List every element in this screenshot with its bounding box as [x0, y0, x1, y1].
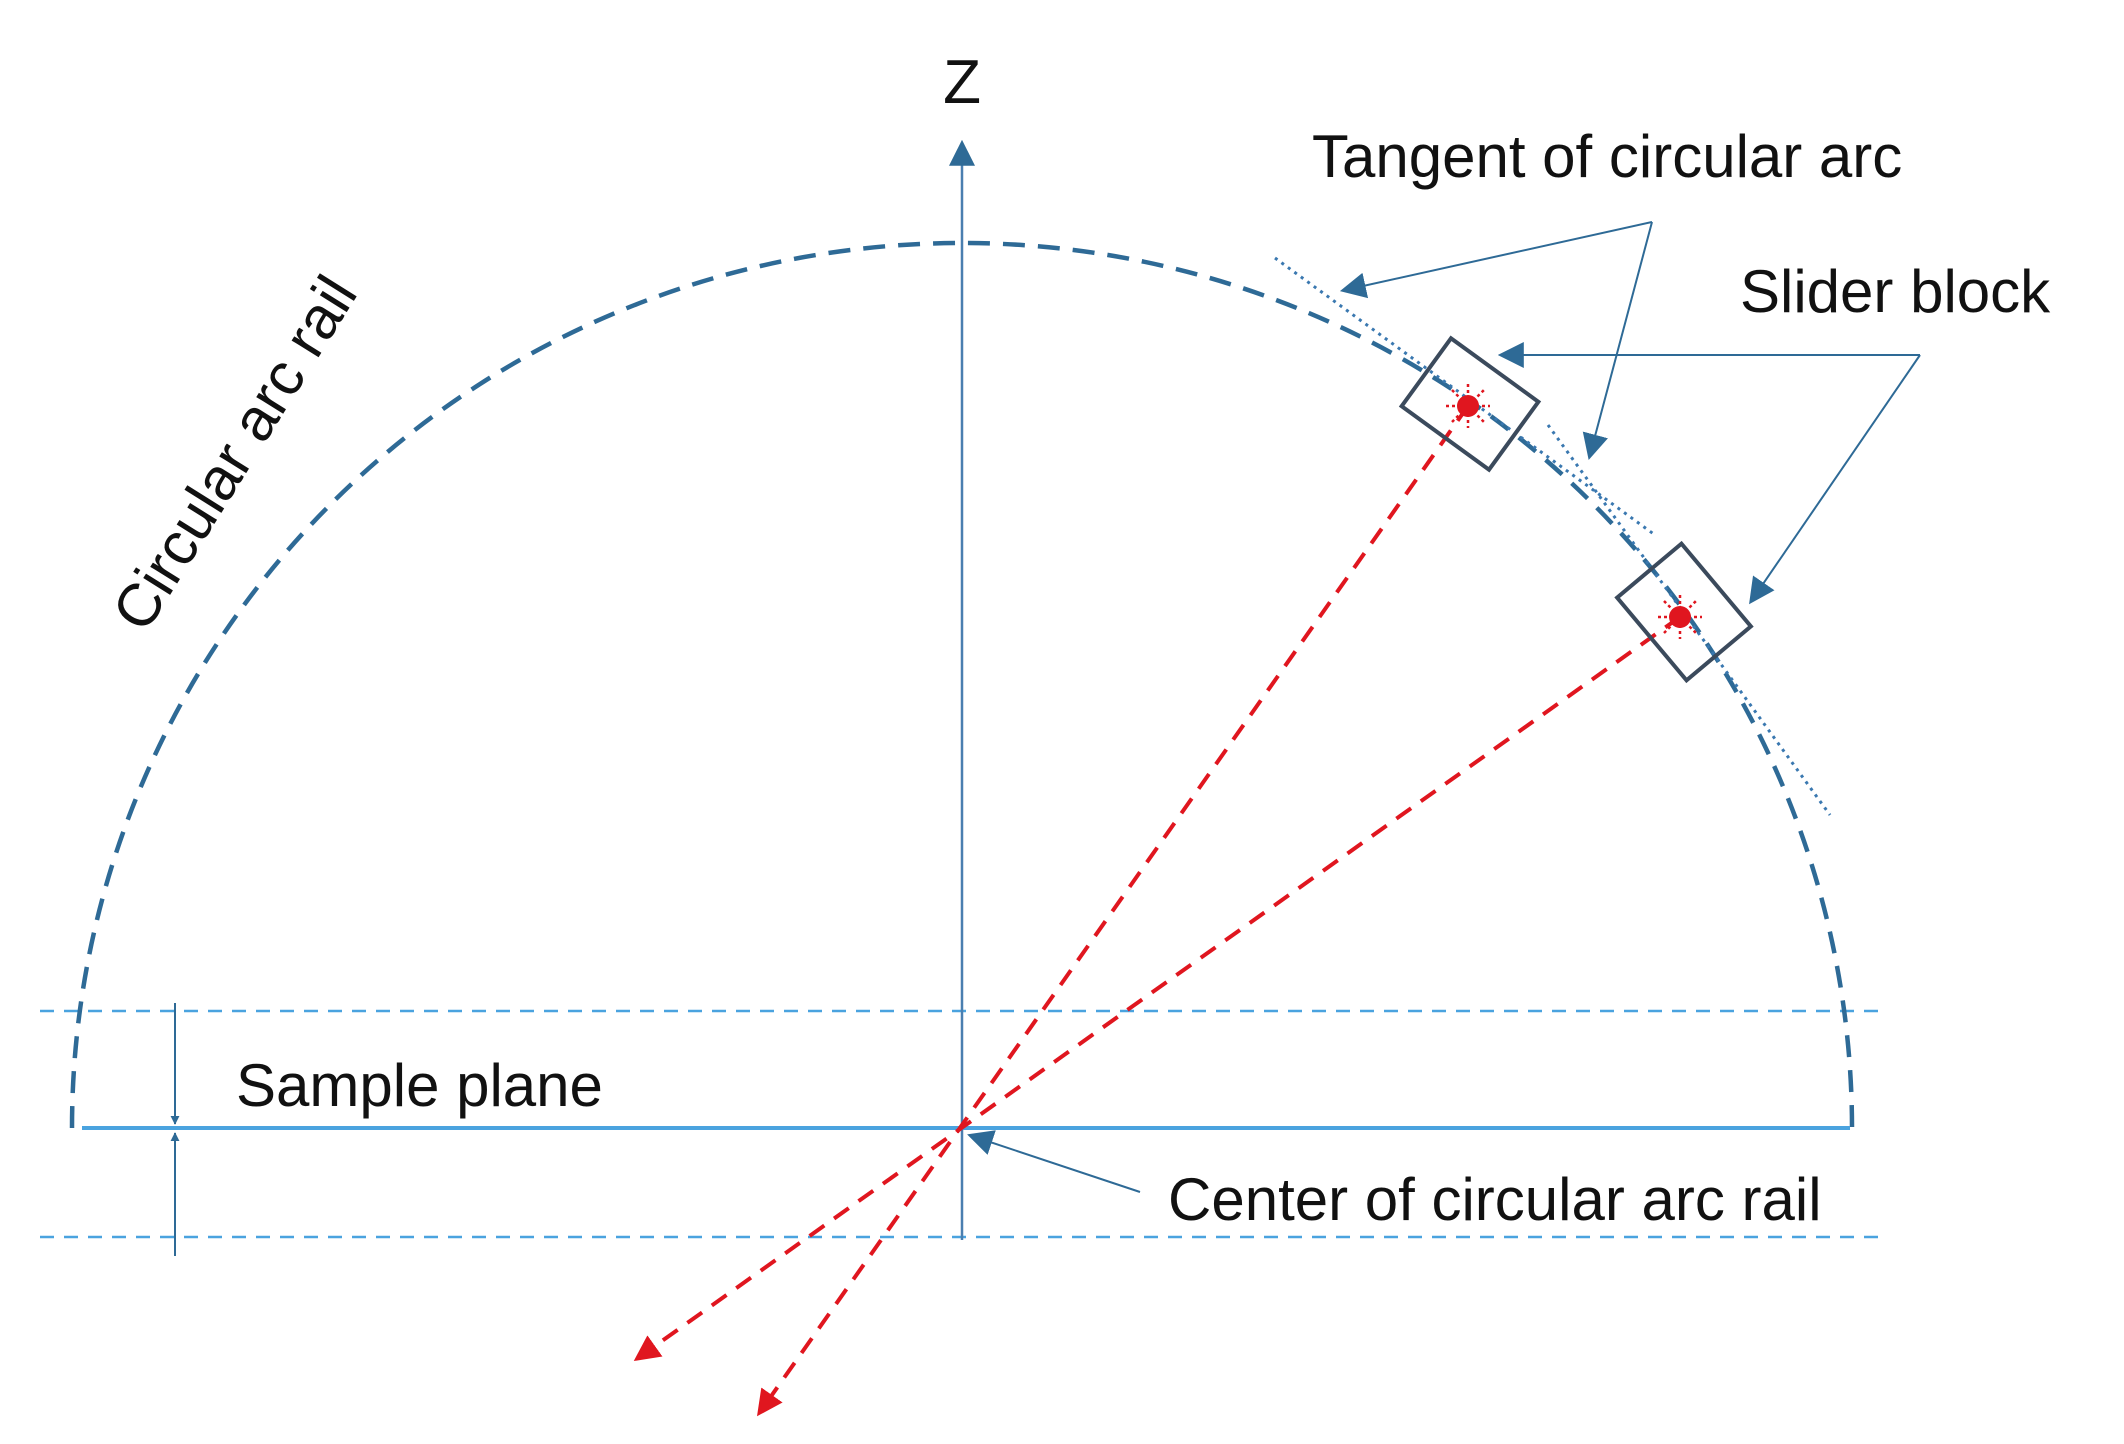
center-label: Center of circular arc rail: [1168, 1166, 1822, 1233]
tangent-label: Tangent of circular arc: [1312, 123, 1902, 190]
laser-beam-1: [757, 404, 1470, 1417]
tangent-callout-arrow-2: [1582, 221, 1653, 461]
laser-source-icon: [1658, 595, 1702, 639]
sample-plane-label: Sample plane: [236, 1052, 603, 1119]
slider-block-2: [1614, 540, 1754, 684]
z-axis-label: Z: [943, 48, 981, 117]
tangent-callout-arrow-1: [1339, 221, 1653, 299]
slider-callout-arrow-2: [1749, 354, 1921, 605]
slider-label: Slider block: [1740, 258, 2051, 325]
slider-block-1: [1398, 335, 1542, 473]
laser-source-icon: [1446, 384, 1490, 428]
rail-label: Circular arc rail: [99, 264, 370, 642]
laser-beam-2: [633, 615, 1682, 1362]
center-callout-arrow: [967, 1130, 1141, 1193]
